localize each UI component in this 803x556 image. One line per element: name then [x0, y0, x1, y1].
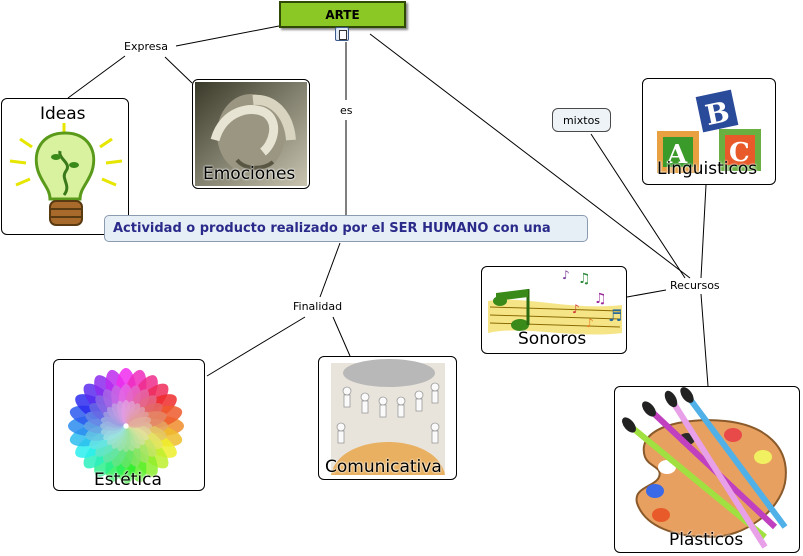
light-bulb-icon [9, 123, 123, 226]
block-letter-a: A [666, 140, 688, 170]
svg-text:♪: ♪ [572, 302, 580, 316]
node-label-sonoros: Sonoros [518, 329, 587, 349]
node-sonoros[interactable]: ♪ ♫ ♫ ♬ ♪ ♪ Sonoros [481, 266, 627, 354]
node-mixtos[interactable]: mixtos [552, 108, 611, 132]
abc-blocks-icon: B A C [657, 89, 761, 173]
svg-text:♫: ♫ [594, 291, 607, 307]
svg-text:♬: ♬ [608, 306, 622, 325]
node-label-plasticos: Plásticos [669, 530, 744, 550]
node-label-comunicativa: Comunicativa [325, 457, 442, 477]
color-wheel-icon [68, 367, 184, 485]
node-plasticos[interactable]: Plásticos [614, 386, 800, 553]
node-ideas[interactable]: Ideas [1, 98, 129, 235]
node-label-linguisticos: Linguisticos [657, 159, 758, 179]
people-circle-icon [331, 359, 445, 475]
node-estetica[interactable]: Estética [53, 359, 205, 491]
node-label-ideas: Ideas [40, 104, 86, 124]
root-node-arte[interactable]: ARTE [279, 1, 406, 28]
palette-brushes-icon [622, 387, 788, 549]
svg-text:♪: ♪ [562, 268, 570, 282]
node-label-emociones: Emociones [203, 164, 296, 184]
face-hands-photo [195, 82, 307, 186]
node-label-estetica: Estética [94, 470, 162, 490]
link-label-es: es [338, 104, 355, 117]
node-linguisticos[interactable]: B A C Linguisticos [642, 78, 776, 185]
link-label-recursos: Recursos [668, 279, 722, 292]
link-label-finalidad: Finalidad [291, 300, 345, 313]
node-emociones[interactable]: Emociones [192, 79, 310, 189]
svg-text:♪: ♪ [586, 316, 594, 330]
svg-text:♫: ♫ [578, 271, 591, 287]
block-letter-c: C [729, 138, 750, 168]
document-icon[interactable] [335, 27, 349, 41]
node-comunicativa[interactable]: Comunicativa [318, 356, 457, 480]
definition-node[interactable]: Actividad o producto realizado por el SE… [104, 215, 588, 242]
link-label-expresa: Expresa [122, 40, 170, 53]
music-notes-icon: ♪ ♫ ♫ ♬ ♪ ♪ [488, 268, 622, 335]
